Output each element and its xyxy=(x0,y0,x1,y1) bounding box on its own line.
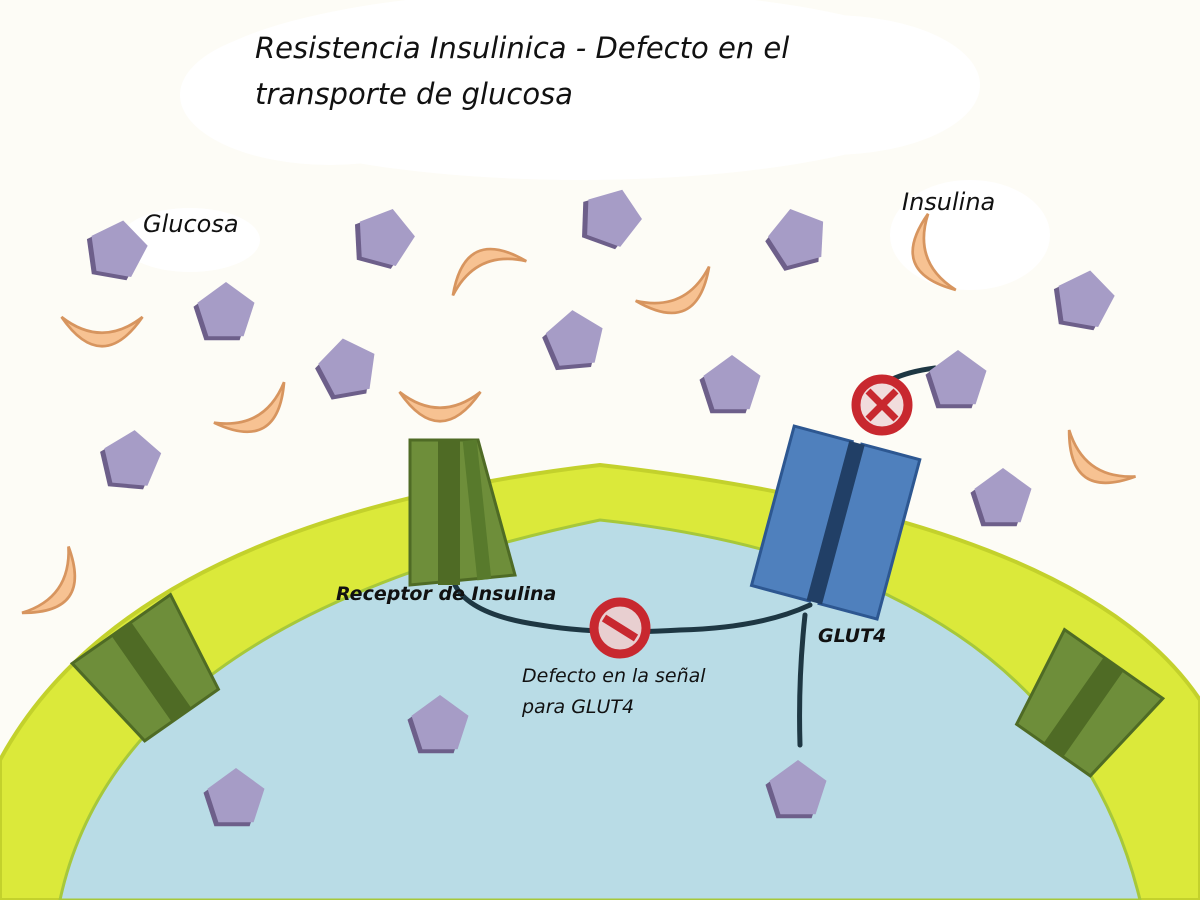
glut4-transporter xyxy=(749,424,922,621)
glucose-pentagon-icon xyxy=(315,338,375,400)
receptor-right xyxy=(1014,627,1166,778)
title-line-2: transporte de glucosa xyxy=(255,77,573,111)
glucose-pentagon-icon xyxy=(765,760,827,819)
insulin-crescent-icon xyxy=(911,213,957,292)
glucose-pentagon-icon xyxy=(925,350,987,409)
glucose-pentagon-icon xyxy=(582,189,642,250)
glucose-label-cloud xyxy=(120,208,260,272)
glucose-pentagon-icon xyxy=(970,468,1032,527)
glucose-pentagon-icon xyxy=(354,209,415,269)
title-cloud xyxy=(180,0,980,180)
insulin-crescent-icon xyxy=(398,390,482,423)
glucose-pentagon-icon xyxy=(407,695,469,754)
glucose-pentagon-icon xyxy=(765,209,824,271)
glucose-molecules xyxy=(86,189,1115,827)
glucose-pentagon-icon xyxy=(203,768,265,827)
insulin-crescent-icon xyxy=(635,265,711,315)
glucose-pentagon-icon xyxy=(699,355,761,414)
glucose-pentagon-icon xyxy=(193,282,255,341)
insulin-crescent-icon xyxy=(213,381,286,434)
title-line-1: Resistencia Insulinica - Defecto en el xyxy=(255,31,789,65)
insulin-receptor xyxy=(408,438,517,587)
glucose-pentagon-icon xyxy=(86,220,148,281)
blocked-glut4-prohibition-icon xyxy=(851,374,913,436)
insulin-crescent-icon xyxy=(60,315,144,348)
glucose-label: Glucosa xyxy=(143,210,239,238)
insulin-crescent-icon xyxy=(21,546,77,615)
insulin-crescent-icon xyxy=(1067,429,1136,485)
signal-defect-label-line-2: para GLUT4 xyxy=(521,696,634,718)
insulin-label: Insulina xyxy=(902,188,995,216)
receptor-left xyxy=(69,592,221,743)
glucose-pentagon-icon xyxy=(100,430,162,490)
glut4-label: GLUT4 xyxy=(818,625,886,647)
signal-defect-label-line-1: Defecto en la señal xyxy=(522,665,706,687)
glucose-pentagon-icon xyxy=(542,310,603,371)
glucose-pentagon-icon xyxy=(1053,270,1115,331)
blocked-signal-prohibition-icon xyxy=(589,597,651,659)
insulin-receptor-label: Receptor de Insulina xyxy=(336,583,556,605)
insulin-crescent-icon xyxy=(451,247,527,297)
insulin-molecules xyxy=(21,213,1136,615)
